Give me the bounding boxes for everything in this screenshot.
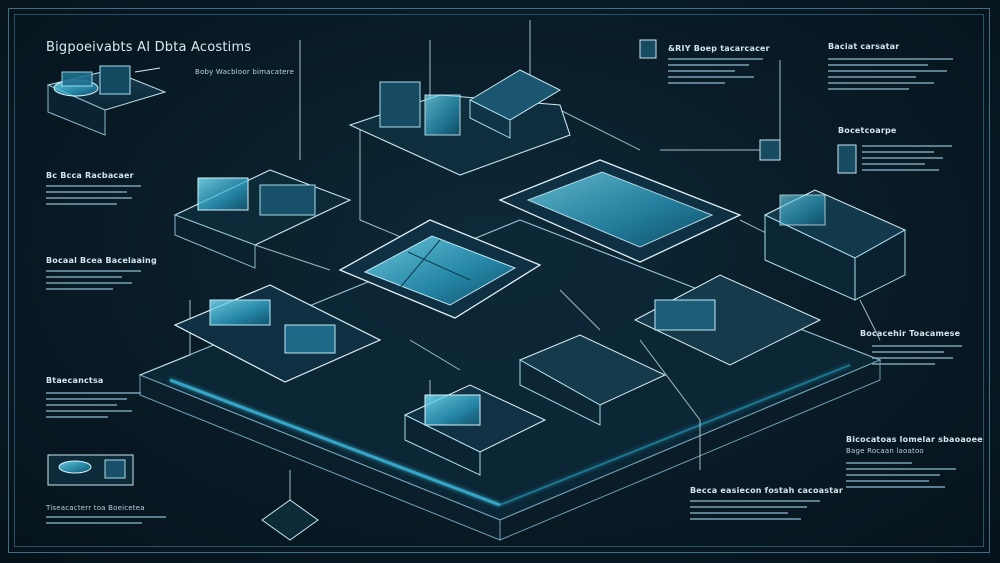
text-lines-right-upper [862, 145, 952, 175]
annotation-left-3: Btaecanctsa [46, 376, 104, 385]
module-lower-left [173, 284, 382, 383]
module-bottom-center [403, 384, 547, 476]
module-top-left [46, 65, 167, 136]
text-lines-left-3 [46, 392, 141, 422]
annotation-top-left: Boby Wacbloor bimacatere [195, 68, 295, 76]
annotation-bottom-left: Tiseacacterr toa Boeicetea [46, 504, 145, 512]
text-lines-right-lower [846, 462, 956, 492]
module-upper-right-panel [498, 159, 742, 263]
outer-border [8, 8, 990, 553]
module-left-middle [173, 169, 352, 269]
annotation-bottom-center: Becca easiecon fostah cacoastar [690, 486, 844, 495]
text-lines-bottom-center [690, 500, 820, 524]
text-lines-top-right [828, 58, 953, 94]
module-top-center [348, 69, 571, 176]
page-title: Bigpoeivabts AI Dbta Acostims [46, 40, 252, 55]
annotation-right-mid: Bocacehir Toacamese [860, 329, 961, 338]
text-lines-left-1 [46, 185, 141, 209]
text-lines-right-mid [872, 345, 962, 369]
annotation-left-2: Bocaal Bcea Bacelaaing [46, 256, 157, 265]
module-small-icons [47, 39, 857, 541]
text-lines-left-2 [46, 270, 141, 294]
module-center-right [518, 274, 822, 426]
annotation-top-right: Baciat carsatar [828, 42, 900, 51]
inner-border [14, 14, 984, 547]
text-lines-bottom-left [46, 516, 166, 528]
annotation-left-1: Bc Bcca Racbacaer [46, 171, 134, 180]
annotation-top-center-right: &RIY Boep tacarcacer [668, 44, 770, 53]
text-lines-top-center-right [668, 58, 763, 88]
annotation-right-upper: Bocetcoarpe [838, 126, 897, 135]
module-right-rack [763, 189, 907, 301]
module-center-panel [338, 219, 542, 319]
annotation-right-lower-2: Bage Rocaan laoatoo [846, 447, 924, 455]
annotation-right-lower-1: Bicocatoas lomelar sbaoaoee [846, 435, 983, 444]
